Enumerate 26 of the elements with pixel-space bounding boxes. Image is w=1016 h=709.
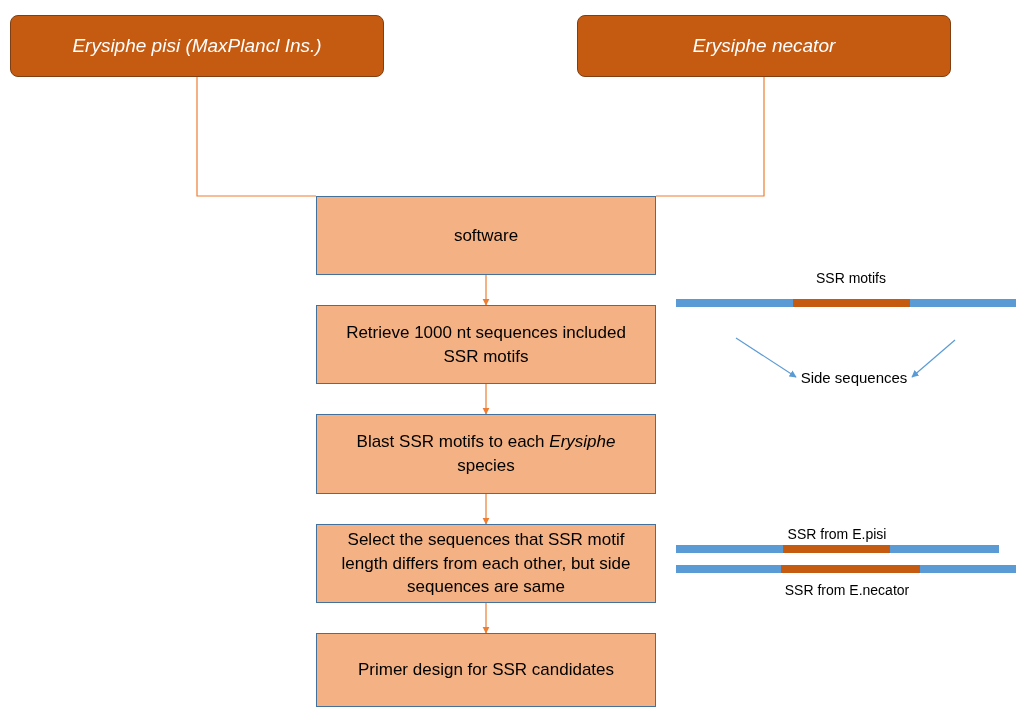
process-box [316,633,656,707]
connector-line [196,76,317,197]
step-text: Erysiphe pisi (MaxPlancl Ins.) [72,33,322,58]
source-box [577,15,951,77]
arrow [735,337,797,378]
process-box [316,196,656,275]
sequence-label: SSR from E.pisi [787,526,887,542]
process-box [316,414,656,494]
process-box [316,305,656,384]
step-text: software [453,224,519,247]
connector-line [655,76,765,197]
step-text: Blast SSR motifs to each Erysiphe species [355,431,617,477]
step-text: Primer design for SSR candidates [357,659,615,682]
sequence-label: SSR motifs [816,270,886,286]
sequence-label: SSR from E.necator [784,582,910,598]
arrow [482,493,490,525]
step-text: Select the sequences that SSR motif length differs from each other, but side sequences are same [340,528,632,599]
arrow [482,274,490,306]
process-box [316,524,656,603]
arrow [482,602,490,634]
arrow [482,383,490,415]
annotation-text: Side sequences [800,366,908,388]
step-text: Retrieve 1000 nt sequences included SSR motifs [345,321,627,368]
source-box [10,15,384,77]
step-text: Erysiphe necator [692,33,836,58]
arrow [911,339,956,378]
